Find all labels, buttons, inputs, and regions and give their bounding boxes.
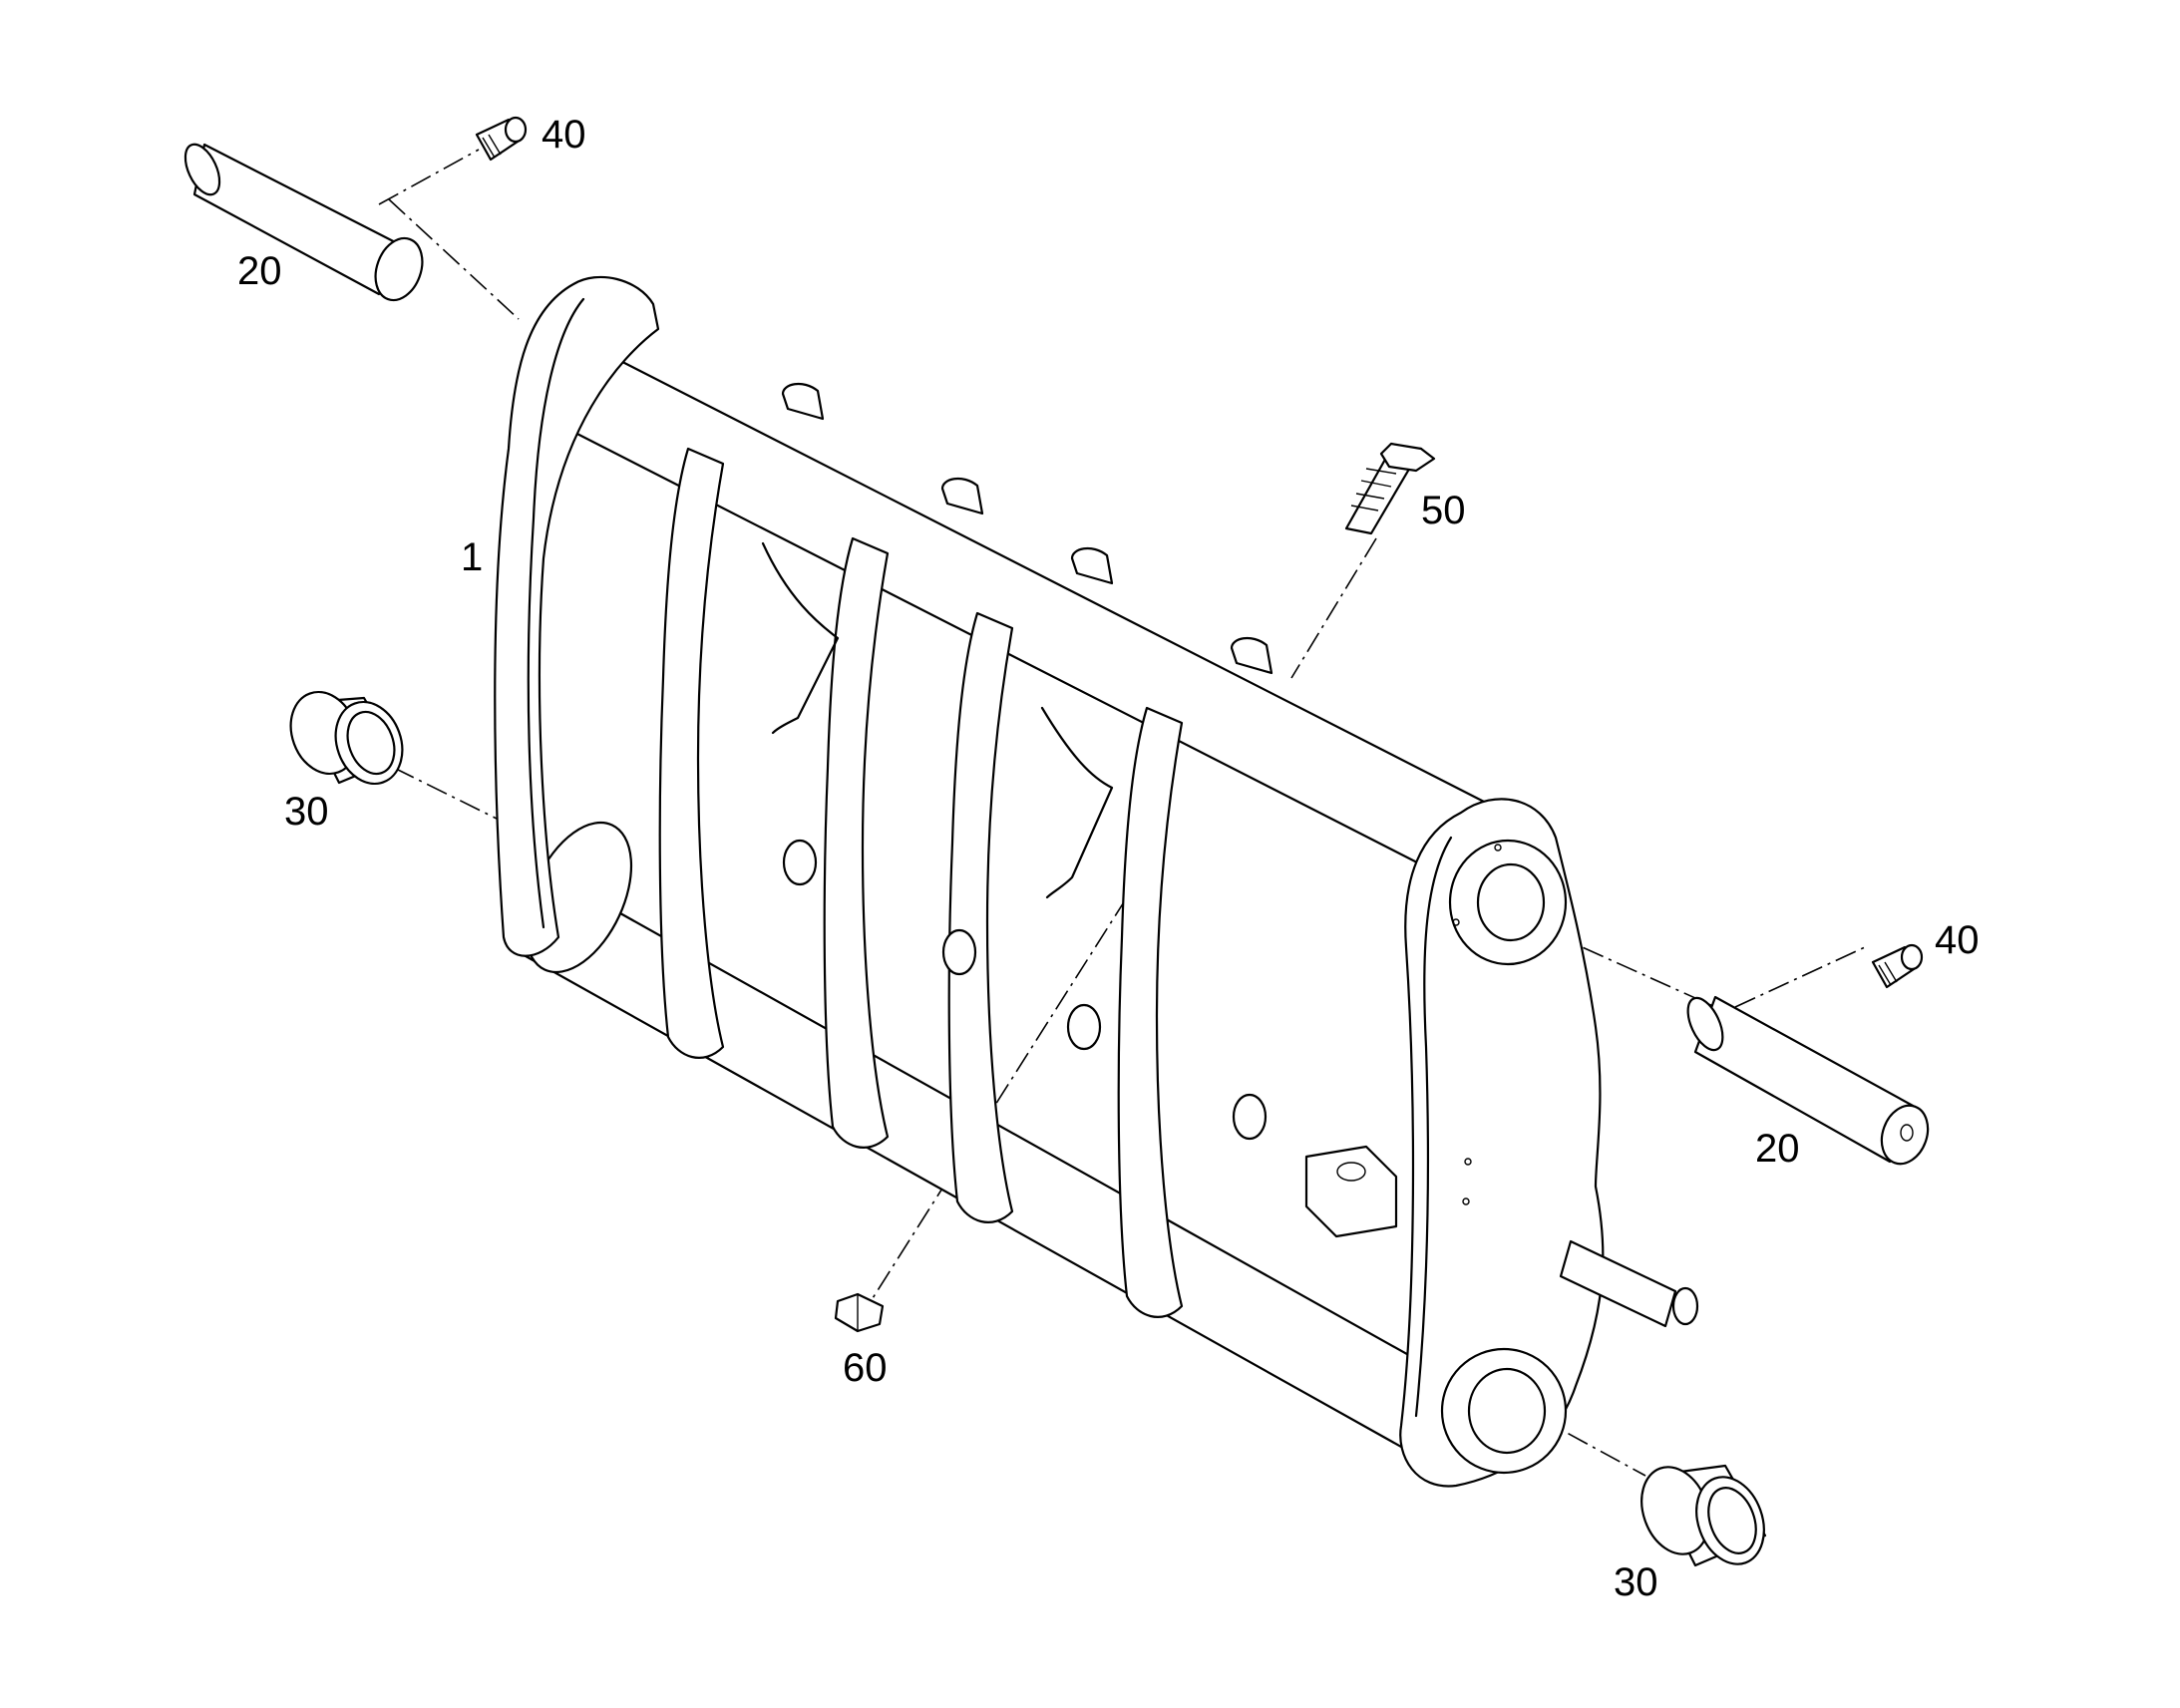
inner-plate-3 xyxy=(947,611,1014,1223)
callout-1: 1 xyxy=(461,535,483,579)
mounting-block xyxy=(1304,1145,1398,1238)
callout-20-top-left: 20 xyxy=(237,249,282,293)
pin-top-left xyxy=(183,143,424,302)
callout-50: 50 xyxy=(1421,489,1466,532)
right-plate-upper-bore xyxy=(1476,862,1546,942)
right-plate-lower-bore xyxy=(1467,1367,1547,1455)
callout-60: 60 xyxy=(843,1346,888,1390)
frame-weldment xyxy=(494,275,1699,1488)
tube-lug-2 xyxy=(940,477,984,515)
left-end-plate xyxy=(494,275,660,957)
web-hole-1 xyxy=(782,839,818,886)
tube-lug-1 xyxy=(781,382,825,421)
grease-fitting-top-left xyxy=(475,116,528,162)
inner-plate-4 xyxy=(1117,706,1184,1318)
bushing-left xyxy=(289,690,404,786)
grease-fitting-right xyxy=(1871,943,1924,989)
inner-plate-2 xyxy=(823,536,890,1149)
web-hole-2 xyxy=(941,928,977,976)
side-stub-pin xyxy=(1559,1239,1677,1328)
callout-40-top-left: 40 xyxy=(542,113,586,157)
inner-plate-1 xyxy=(658,447,725,1059)
tube-lug-4 xyxy=(1230,636,1273,675)
callout-40-right: 40 xyxy=(1935,918,1980,962)
callout-20-right: 20 xyxy=(1755,1127,1800,1171)
web-hole-3 xyxy=(1066,1003,1102,1051)
nut xyxy=(834,1292,885,1333)
web-hole-4 xyxy=(1232,1093,1268,1141)
callout-30-bottom-right: 30 xyxy=(1614,1560,1658,1604)
pin-right xyxy=(1686,995,1930,1166)
tube-lug-3 xyxy=(1070,546,1114,585)
callout-labels: 20 40 1 30 50 40 20 60 30 xyxy=(237,113,1980,1604)
bushing-bottom-right xyxy=(1640,1464,1767,1567)
callout-30-left: 30 xyxy=(284,790,329,834)
bolt xyxy=(1344,442,1436,535)
